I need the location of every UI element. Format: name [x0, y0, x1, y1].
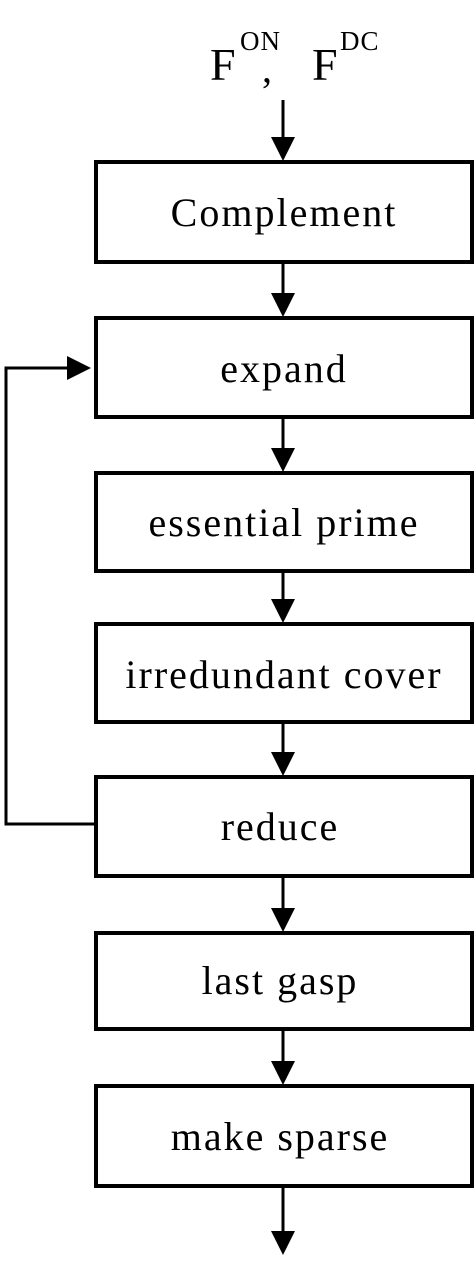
step-label: irredundant cover: [125, 652, 442, 697]
step-label: reduce: [221, 804, 340, 849]
step-irredundant-cover: irredundant cover: [94, 622, 474, 724]
step-box: [94, 160, 474, 264]
step-make-sparse: make sparse: [94, 1084, 474, 1188]
step-label: make sparse: [171, 1114, 390, 1159]
input-right-superscript: DC: [340, 26, 380, 56]
step-reduce: reduce: [94, 775, 474, 878]
step-box: [94, 622, 474, 724]
loop-arrow-reduce-to-expand: [4, 356, 95, 826]
step-label: essential prime: [148, 500, 419, 545]
step-last-gasp: last gasp: [94, 931, 474, 1031]
step-label: expand: [220, 346, 348, 391]
step-box: [94, 1084, 474, 1188]
input-label: F ON , F DC: [210, 26, 380, 91]
step-essential-prime: essential prime: [94, 471, 474, 573]
step-expand: expand: [94, 316, 474, 419]
step-label: Complement: [171, 190, 398, 235]
input-left-symbol: F: [210, 39, 236, 90]
flow-arrows: [4, 100, 295, 1255]
input-separator: ,: [262, 46, 272, 91]
input-left-superscript: ON: [240, 26, 281, 56]
step-box: [94, 775, 474, 878]
step-box: [94, 931, 474, 1031]
step-box: [94, 316, 474, 419]
step-box: [94, 471, 474, 573]
step-label: last gasp: [202, 958, 359, 1003]
input-right-symbol: F: [312, 39, 338, 90]
step-complement: Complement: [94, 160, 474, 264]
